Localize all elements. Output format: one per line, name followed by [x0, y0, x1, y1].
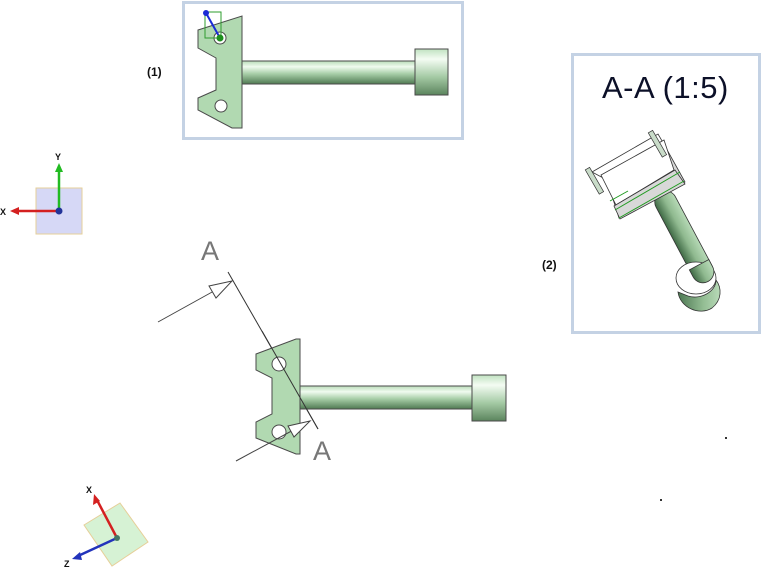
section-hatched-lower: [613, 169, 686, 220]
manipulator-anchor: [216, 34, 224, 42]
x-axis-label: X: [0, 207, 6, 217]
speck: [660, 499, 662, 501]
x-axis-label-bottom: X: [86, 485, 92, 495]
z-axis-label-bottom: Z: [64, 559, 70, 569]
section-cavity-outline: [600, 139, 675, 206]
section-arrow-bottom-head: [287, 420, 312, 438]
main-bracket-plate: [255, 338, 301, 455]
manipulator-box: [204, 11, 222, 39]
manipulator-handle-knob: [203, 10, 209, 16]
x-axis-arrow-icon-bottom: [93, 494, 100, 505]
speck: [725, 437, 727, 439]
z-axis-line-bottom: [77, 536, 118, 558]
main-end-cap: [471, 374, 507, 422]
x-axis-arrow-icon: [10, 207, 19, 215]
hatch-line: [609, 190, 629, 202]
hatch-line: [618, 180, 685, 219]
section-tab-right: [647, 129, 668, 158]
view-2-label: (2): [542, 258, 557, 272]
bracket-hole-bottom: [214, 99, 228, 113]
manipulator-handle-line: [205, 12, 221, 39]
y-axis-arrow-icon: [55, 163, 63, 172]
section-marker-top: A: [201, 236, 220, 266]
section-view-title: A-A (1:5): [602, 70, 729, 105]
section-marker-bottom: A: [313, 436, 332, 466]
triad-origin-icon: [114, 535, 120, 541]
y-axis-label: Y: [55, 152, 61, 162]
x-axis-line-bottom: [95, 499, 119, 539]
hatch-line: [614, 171, 681, 211]
section-tab-left: [584, 166, 605, 195]
z-axis-arrow-icon-bottom: [72, 552, 82, 560]
view-1-label: (1): [147, 65, 162, 79]
end-cap: [414, 48, 449, 96]
section-hub-body: [677, 278, 721, 312]
z-axis-origin-icon: [55, 207, 63, 215]
section-arrow-top-head: [208, 280, 234, 299]
